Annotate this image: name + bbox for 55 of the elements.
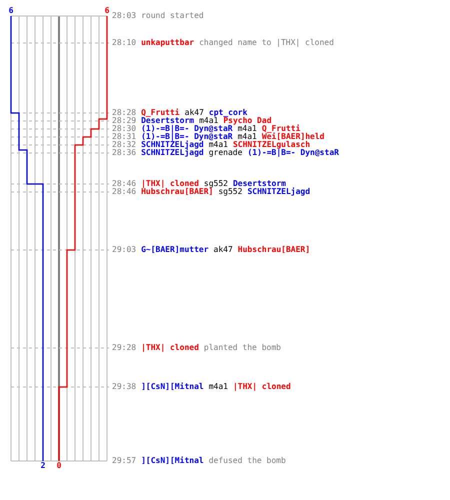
time-label: 29:28 xyxy=(112,344,136,352)
player-name: SCHNITZELjagd xyxy=(247,188,310,196)
player-name: SCHNITZELjagd xyxy=(141,149,204,157)
event-text: changed name to |THX| cloned xyxy=(199,39,334,47)
player-name: Psycho Dad xyxy=(223,117,272,125)
time-label: 29:38 xyxy=(112,383,136,391)
player-name: SCHNITZELgulasch xyxy=(232,141,310,149)
time-label: 29:57 xyxy=(112,457,136,465)
player-name: Hubschrau[BAER] xyxy=(141,188,214,196)
player-name: (1)-=B|B=- Dyn@staR xyxy=(141,133,233,141)
player-name: ][CsN][Mitnal xyxy=(141,383,204,391)
time-label: 28:03 xyxy=(112,12,136,20)
event-text: planted the bomb xyxy=(204,344,281,352)
weapon-name: grenade xyxy=(208,149,242,157)
weapon-name: m4a1 xyxy=(199,117,218,125)
time-label: 28:10 xyxy=(112,39,136,47)
time-label: 28:30 xyxy=(112,125,136,133)
weapon-name: ak47 xyxy=(184,109,204,117)
count-label: 6 xyxy=(8,7,14,15)
player-name: unkaputtbar xyxy=(141,39,194,47)
player-name: |THX| cloned xyxy=(141,344,199,352)
time-label: 28:36 xyxy=(112,149,136,157)
count-label: 6 xyxy=(104,7,110,15)
player-name: Desertstorm xyxy=(232,180,286,188)
player-name: Q_Frutti xyxy=(141,109,180,117)
player-name: cpt_cork xyxy=(208,109,248,117)
weapon-name: sg552 xyxy=(204,180,228,188)
player-name: (1)-=B|B=- Dyn@staR xyxy=(141,125,233,133)
weapon-name: m4a1 xyxy=(208,383,228,391)
event-text: defused the bomb xyxy=(208,457,286,465)
player-name: SCHNITZELjagd xyxy=(141,141,204,149)
weapon-name: m4a1 xyxy=(208,141,228,149)
player-name: Wei[BAER]held xyxy=(262,133,324,141)
count-label: 0 xyxy=(56,462,62,470)
player-name: Q_Frutti xyxy=(262,125,300,133)
time-label: 28:46 xyxy=(112,188,136,196)
time-label: 28:46 xyxy=(112,180,136,188)
weapon-name: m4a1 xyxy=(238,125,257,133)
weapon-name: m4a1 xyxy=(238,133,257,141)
player-name: |THX| cloned xyxy=(141,180,199,188)
time-label: 28:29 xyxy=(112,117,136,125)
time-label: 29:03 xyxy=(112,246,136,254)
weapon-name: sg552 xyxy=(218,188,242,196)
player-name: Hubschrau[BAER] xyxy=(238,246,310,254)
time-label: 28:32 xyxy=(112,141,136,149)
event-text: round started xyxy=(141,12,204,20)
player-name: ][CsN][Mitnal xyxy=(141,457,204,465)
player-name: Desertstorm xyxy=(141,117,194,125)
time-label: 28:28 xyxy=(112,109,136,117)
count-label: 2 xyxy=(40,462,46,470)
time-label: 28:31 xyxy=(112,133,136,141)
weapon-name: ak47 xyxy=(214,246,233,254)
player-name: G~[BAER]mutter xyxy=(141,246,209,254)
player-name: |THX| cloned xyxy=(232,383,291,391)
player-name: (1)-=B|B=- Dyn@staR xyxy=(247,149,339,157)
